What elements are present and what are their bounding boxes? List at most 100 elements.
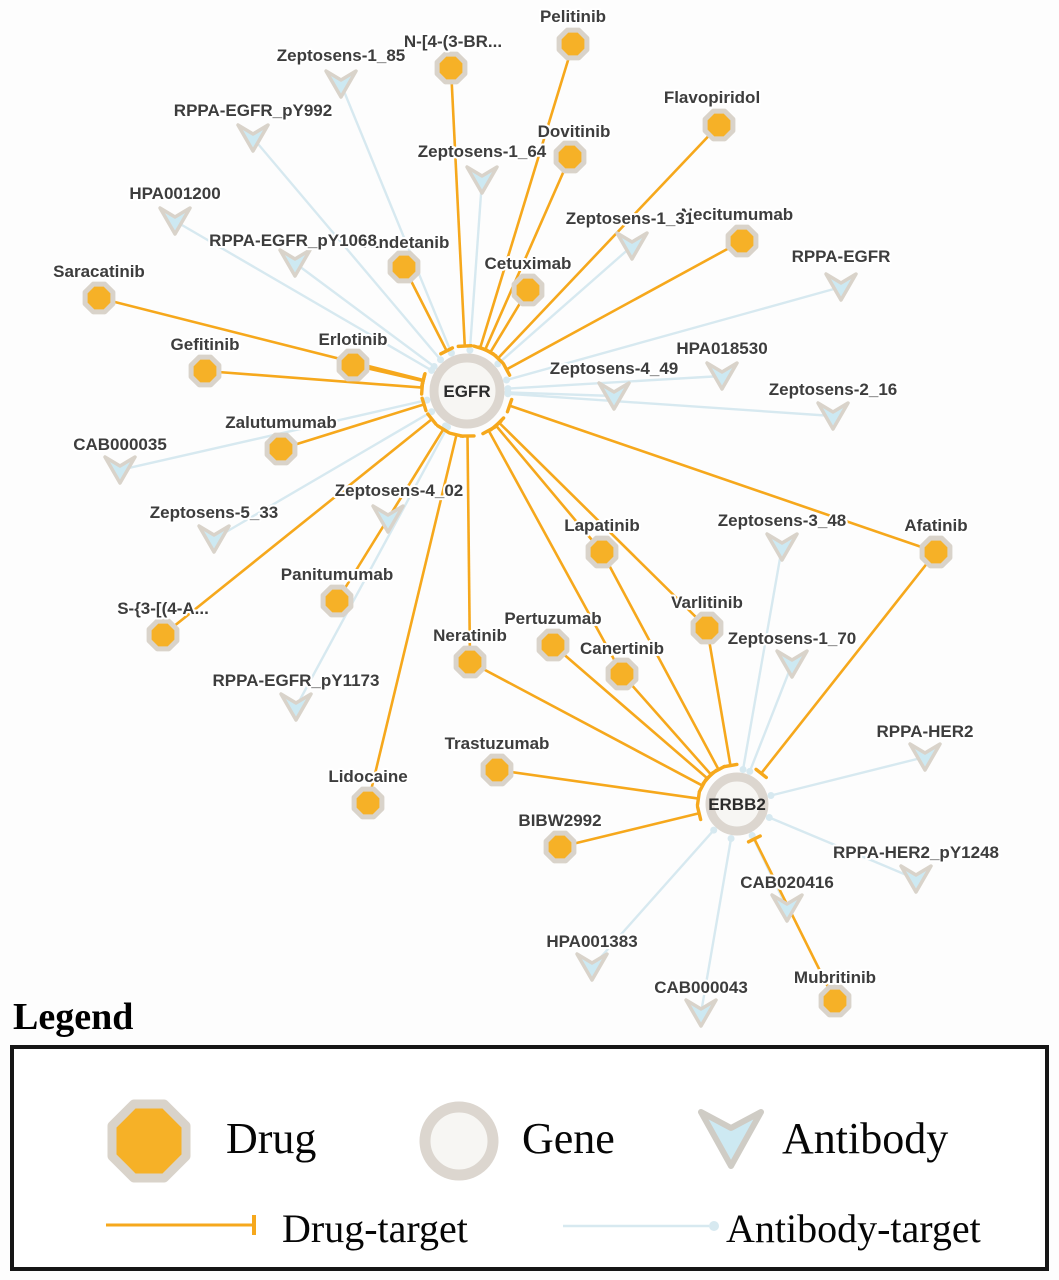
- antibody-target-edge: [591, 829, 715, 968]
- antibody-target-edge: [339, 83, 453, 354]
- gene-node: [705, 772, 769, 836]
- drug-target-tee: [436, 424, 451, 435]
- drug-target-tee: [481, 425, 497, 436]
- drug-target-tee: [754, 767, 768, 780]
- drug-target-edge-sample: [106, 1215, 256, 1235]
- drug-node: [543, 830, 577, 864]
- drug-target-tee: [501, 362, 512, 377]
- legend-label-drug: Drug: [226, 1114, 317, 1163]
- antibody-node: [816, 401, 850, 431]
- node-label: Erlotinib: [319, 330, 388, 349]
- antibody-target-dot: [503, 376, 511, 384]
- drug-target-edge: [466, 435, 472, 663]
- antibody-target-edge: [507, 392, 834, 418]
- drug-target-tee: [695, 805, 703, 822]
- node-label: S-{3-[(4-A...: [117, 599, 209, 618]
- antibody-node: [615, 231, 649, 261]
- antibody-target-dot: [437, 356, 445, 364]
- legend-label-drug-target: Drug-target: [282, 1206, 468, 1251]
- antibody-target-edge: [497, 245, 633, 365]
- node-label: Lidocaine: [328, 767, 407, 786]
- gene-label: ERBB2: [708, 795, 766, 814]
- drug-target-tee: [492, 416, 506, 429]
- drug-node: [919, 535, 953, 569]
- drug-target-tee: [483, 347, 498, 358]
- drug-target-edge: [505, 239, 743, 371]
- antibody-target-edge: [294, 426, 449, 708]
- antibody-node: [103, 455, 137, 485]
- antibody-node: [597, 381, 631, 411]
- drug-target-edge: [366, 434, 458, 804]
- antibody-target-dot: [428, 408, 436, 416]
- node-label: Zeptosens-1_31: [566, 209, 695, 228]
- drug-target-edge: [162, 418, 433, 637]
- drug-target-edge: [483, 156, 572, 351]
- antibody-node: [158, 206, 192, 236]
- legend-label-antibody: Antibody: [782, 1114, 949, 1163]
- drug-target-tee: [426, 412, 438, 426]
- node-label: Zeptosens-3_48: [718, 511, 847, 530]
- node-label: Afatinib: [904, 516, 967, 535]
- node-label: RPPA-EGFR_pY1068: [209, 231, 377, 250]
- drug-target-edge: [487, 429, 624, 675]
- drug-target-edge: [494, 424, 603, 553]
- antibody-target-edge: [294, 262, 435, 368]
- node-label: Panitumumab: [281, 565, 393, 584]
- antibody-target-dot: [466, 346, 474, 354]
- antibody-target-edge: [507, 374, 723, 390]
- antibody-target-dot: [423, 396, 431, 404]
- antibody-node: [908, 742, 942, 772]
- drug-target-edge: [509, 404, 937, 554]
- antibody-target-edge: [507, 391, 615, 398]
- legend-label-gene: Gene: [522, 1114, 615, 1163]
- node-label: Pelitinib: [540, 7, 606, 26]
- antibody-node: [899, 864, 933, 894]
- gene-icon: [419, 1101, 499, 1181]
- drug-target-edge: [760, 551, 938, 775]
- node-label: Cetuximab: [485, 254, 572, 273]
- drug-target-tee: [419, 372, 427, 390]
- antibody-target-dot: [504, 390, 512, 398]
- node-label: Flavopiridol: [664, 88, 760, 107]
- node-label: RPPA-EGFR_pY1173: [213, 671, 380, 690]
- legend-label-antibody-target: Antibody-target: [726, 1206, 981, 1251]
- drug-target-tee: [505, 397, 514, 414]
- node-label: Zeptosens-1_85: [277, 46, 406, 65]
- node-label: Mubritinib: [794, 968, 876, 987]
- drug-node: [702, 108, 736, 142]
- antibody-target-edge: [768, 816, 917, 881]
- drug-target-edge: [204, 369, 423, 389]
- node-label: Lapatinib: [564, 516, 640, 535]
- antibody-node: [371, 504, 405, 534]
- drug-target-tee: [697, 778, 708, 794]
- node-label: CAB020416: [740, 873, 834, 892]
- label-layer: EGFRERBB2PelitinibN-[4-(3-BR...Flavopiri…: [51, 5, 1001, 999]
- antibody-node: [775, 649, 809, 679]
- node-label: Dovitinib: [538, 122, 611, 141]
- antibody-target-dot: [746, 767, 754, 775]
- antibody-node: [278, 248, 312, 278]
- antibody-target-edge: [213, 410, 433, 541]
- gene-node: [429, 353, 505, 429]
- drug-node: [320, 584, 354, 618]
- drug-icon: [107, 1099, 191, 1183]
- drug-edge-layer: [98, 43, 938, 1002]
- node-label: Zeptosens-4_49: [550, 359, 679, 378]
- drug-target-tee: [695, 790, 701, 807]
- drug-node: [605, 657, 639, 691]
- antibody-target-dot: [767, 792, 775, 800]
- antibody-node: [279, 692, 313, 722]
- drug-node: [818, 984, 852, 1018]
- node-label: CAB000035: [73, 435, 167, 454]
- node-label: Trastuzumab: [445, 734, 550, 753]
- drug-node: [146, 618, 180, 652]
- node-label: RPPA-HER2_pY1248: [833, 843, 999, 862]
- drug-target-edge: [469, 660, 704, 787]
- drug-target-edge: [496, 768, 699, 800]
- node-label: Zeptosens-5_33: [150, 503, 279, 522]
- antibody-target-dot: [739, 766, 747, 774]
- legend-box: Drug Gene Antibody Drug-target Antibody-…: [10, 1045, 1049, 1271]
- drug-target-edge: [449, 67, 467, 347]
- antibody-target-edge: [468, 179, 484, 351]
- antibody-target-dot: [430, 363, 438, 371]
